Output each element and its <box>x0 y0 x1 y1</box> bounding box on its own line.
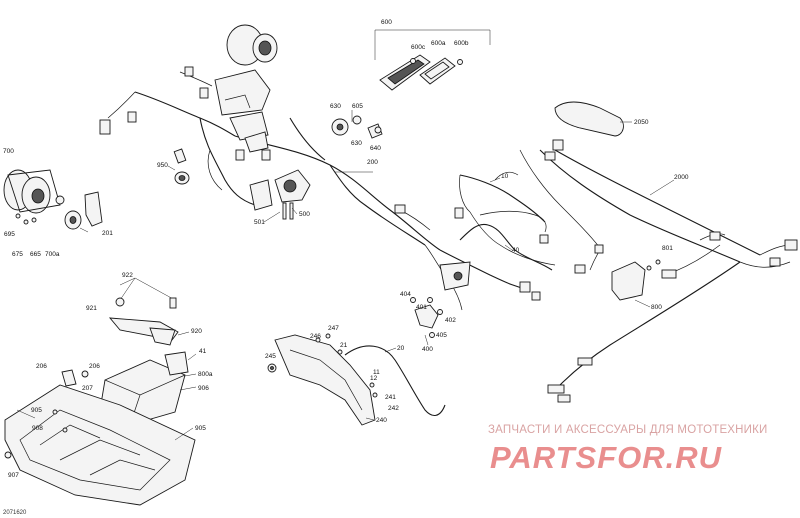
bracket-240 <box>267 333 446 426</box>
callout-630-b: 630 <box>351 140 362 147</box>
callout-247: 247 <box>328 325 339 332</box>
screw-600b <box>457 59 463 65</box>
callout-labels: 600 600c 600a 600b 2050 2000 10 200 630 … <box>3 19 689 479</box>
callout-665: 665 <box>30 251 41 258</box>
connector-2000-g <box>709 231 721 241</box>
callout-907: 907 <box>8 472 19 479</box>
callout-908: 908 <box>32 425 43 432</box>
callout-800: 800 <box>651 304 662 311</box>
callout-600a: 600a <box>431 40 446 47</box>
callout-600c: 600c <box>411 44 426 51</box>
watermark-tagline: ЗАПЧАСТИ И АКСЕССУАРЫ ДЛЯ МОТОТЕХНИКИ <box>488 424 768 436</box>
callout-501: 501 <box>254 219 265 226</box>
callout-2000: 2000 <box>674 174 689 181</box>
callout-leaders <box>16 110 675 441</box>
callout-695: 695 <box>4 231 15 238</box>
callout-242: 242 <box>388 405 399 412</box>
callout-400: 400 <box>422 346 433 353</box>
harness-10 <box>459 171 556 266</box>
callout-700a: 700a <box>45 251 60 258</box>
callout-605: 605 <box>352 103 363 110</box>
callout-905: 905 <box>195 425 206 432</box>
callout-600: 600 <box>381 19 392 26</box>
gauge-assembly-600 <box>374 29 491 91</box>
callout-920: 920 <box>191 328 202 335</box>
module-800 <box>611 259 661 301</box>
callout-2050: 2050 <box>634 119 649 126</box>
callout-11: 11 <box>373 369 380 376</box>
callout-245: 245 <box>265 353 276 360</box>
callout-40: 40 <box>512 247 520 254</box>
callout-921: 921 <box>86 305 97 312</box>
callout-246: 246 <box>310 333 321 340</box>
callout-630-a: 630 <box>330 103 341 110</box>
part-950 <box>173 148 190 185</box>
callout-207: 207 <box>82 385 93 392</box>
connector-2000-a <box>547 384 565 394</box>
callout-402: 402 <box>445 317 456 324</box>
callout-500: 500 <box>299 211 310 218</box>
cover-2050 <box>554 101 632 137</box>
callout-404: 404 <box>400 291 411 298</box>
callout-950: 950 <box>157 162 168 169</box>
callout-905-b: 905 <box>31 407 42 414</box>
connector-2000-b <box>557 394 571 403</box>
callout-801: 801 <box>662 245 673 252</box>
callout-200: 200 <box>367 159 378 166</box>
callout-640: 640 <box>370 145 381 152</box>
callout-906: 906 <box>198 385 209 392</box>
headlight-left-700 <box>3 169 103 230</box>
screw-600c <box>410 58 416 64</box>
callout-241: 241 <box>385 394 396 401</box>
diagram-code: 2071620 <box>3 510 27 516</box>
headlight-upper <box>214 24 278 153</box>
callout-240: 240 <box>376 417 387 424</box>
callout-401: 401 <box>416 304 427 311</box>
callout-21: 21 <box>340 342 348 349</box>
callout-600b: 600b <box>454 40 469 47</box>
connector-left <box>99 119 111 135</box>
module-500 <box>249 169 311 220</box>
callout-922: 922 <box>122 272 133 279</box>
bracket-920-group <box>108 277 179 346</box>
callout-41: 41 <box>199 348 207 355</box>
connector-2000-f <box>769 257 781 267</box>
connector-2000-d <box>661 269 677 279</box>
main-wiring-harness <box>107 71 553 311</box>
callout-10: 10 <box>501 173 509 180</box>
callout-206-b: 206 <box>89 363 100 370</box>
watermark-logo: PARTSFOR.RU <box>490 440 723 475</box>
battery-tray-905 <box>4 384 196 506</box>
callout-700: 700 <box>3 148 14 155</box>
callout-800a: 800a <box>198 371 213 378</box>
harness-2000 <box>519 149 798 403</box>
connector-2000-e <box>784 239 798 251</box>
callout-405: 405 <box>436 332 447 339</box>
switch-group-630 <box>331 115 383 139</box>
harness-connectors <box>99 66 604 301</box>
connector-2000-c <box>577 357 593 366</box>
callout-201: 201 <box>102 230 113 237</box>
callout-20: 20 <box>397 345 405 352</box>
callout-12: 12 <box>370 375 378 382</box>
gauge-grille <box>387 59 425 85</box>
callout-675: 675 <box>12 251 23 258</box>
part-400-group <box>410 261 471 338</box>
callout-206-a: 206 <box>36 363 47 370</box>
